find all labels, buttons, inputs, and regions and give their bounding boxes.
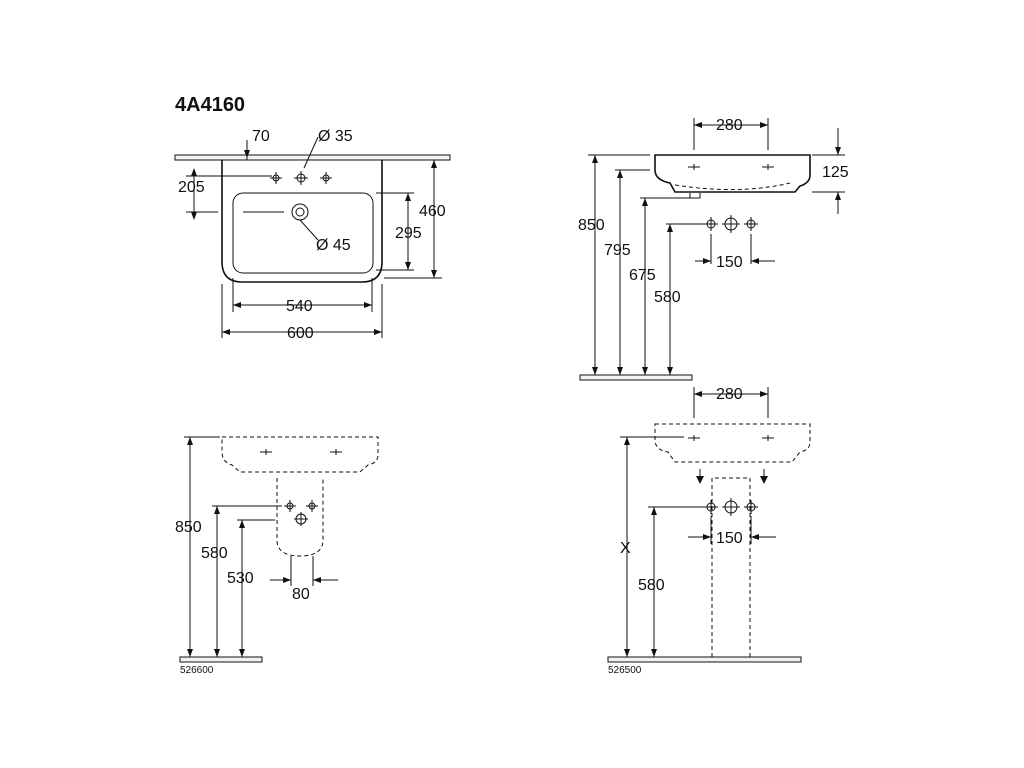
drain-hole: [243, 203, 309, 221]
side-dim-trap-height: 675: [629, 267, 656, 284]
tap-hole-marks: [270, 171, 332, 185]
pedestal-view: 280 150 X 580 526500: [607, 386, 811, 676]
dim-total-depth: 460: [419, 203, 446, 220]
side-bracket-marks: [688, 164, 774, 170]
side-dim-underside-height: 795: [604, 242, 631, 259]
half-ped-supply-marks: [284, 500, 318, 526]
half-ped-product-code: 526600: [180, 665, 214, 676]
dim-tap-depth: 205: [178, 179, 205, 196]
half-ped-basin-outline: [221, 436, 379, 473]
side-floor-strip: [579, 374, 693, 381]
ped-dim-bracket-spacing: 280: [716, 386, 743, 403]
half-ped-dim-supply-height: 580: [201, 545, 228, 562]
dim-total-width: 600: [287, 325, 314, 342]
ped-dim-supply-height: 580: [638, 577, 665, 594]
half-ped-dim-pedestal-bottom: 530: [227, 570, 254, 587]
side-supply-marks: [704, 215, 758, 233]
dim-drain-hole: Ø 45: [316, 237, 351, 254]
half-ped-dim-rim-height: 850: [175, 519, 202, 536]
top-view: 70 Ø 35 205 460 295 Ø 45 540 600: [174, 128, 451, 342]
ped-product-code: 526500: [608, 665, 642, 676]
half-pedestal-outline: [276, 478, 324, 557]
dim-tap-offset: 70: [252, 128, 270, 145]
ped-dim-rim-height: X: [620, 540, 631, 557]
dim-tap-hole: Ø 35: [318, 128, 353, 145]
side-basin-outline: [654, 154, 811, 193]
ped-bracket-marks: [688, 435, 774, 441]
side-view: 280 125 150 850 795 675 580: [578, 117, 849, 381]
side-dim-rim-height: 850: [578, 217, 605, 234]
dim-bowl-depth: 295: [395, 225, 422, 242]
side-dim-bracket-spacing: 280: [716, 117, 743, 134]
ped-basin-outline: [654, 423, 811, 463]
bowl-outline: [232, 192, 374, 274]
ped-supply-marks: [704, 498, 758, 516]
ped-dim-supply-spacing: 150: [716, 530, 743, 547]
side-dim-basin-height: 125: [822, 164, 849, 181]
wall-strip: [174, 154, 451, 161]
side-dim-supply-height: 580: [654, 289, 681, 306]
half-pedestal-view: 850 580 530 80 526600: [175, 436, 379, 676]
side-dim-supply-spacing: 150: [716, 254, 743, 271]
half-ped-bracket-marks: [260, 449, 342, 455]
half-ped-floor-strip: [179, 656, 263, 663]
ped-floor-strip: [607, 656, 802, 663]
half-ped-dim-pedestal-width: 80: [292, 586, 310, 603]
product-title: 4A4160: [175, 94, 245, 116]
dim-bowl-width: 540: [286, 298, 313, 315]
